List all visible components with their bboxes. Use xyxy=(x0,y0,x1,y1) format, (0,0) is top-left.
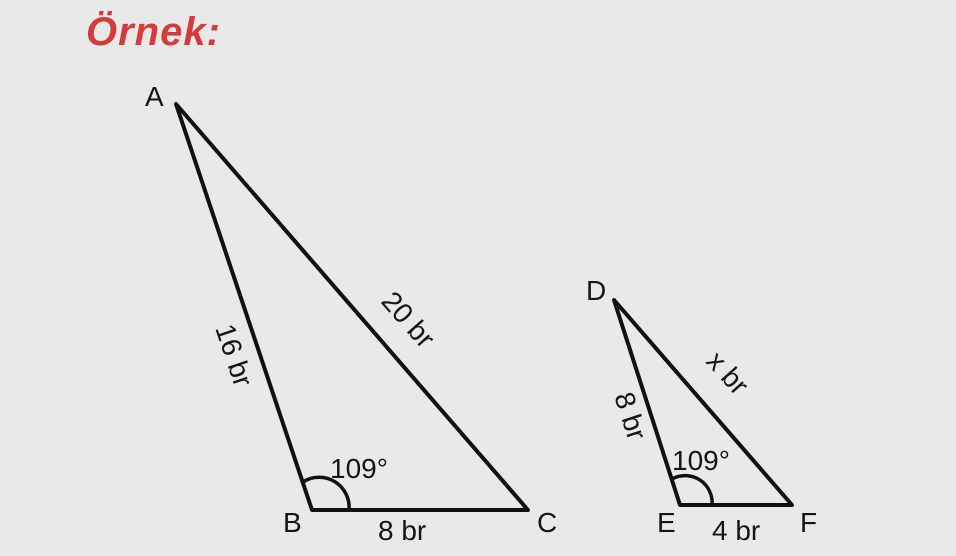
triangle-abc xyxy=(174,102,530,512)
vertex-a-label: A xyxy=(145,81,164,112)
triangle-def xyxy=(612,298,794,507)
angle-b-label: 109° xyxy=(330,453,388,484)
angle-b-arc xyxy=(302,475,351,511)
angle-e-arc xyxy=(671,473,714,506)
vertex-f-label: F xyxy=(800,507,817,538)
vertex-b-label: B xyxy=(283,507,302,538)
vertex-c-label: C xyxy=(537,507,557,538)
side-bc-label: 8 br xyxy=(378,515,426,546)
side-df-label: x br xyxy=(701,345,755,400)
angle-e-label: 109° xyxy=(672,445,730,476)
vertex-d-label: D xyxy=(586,275,606,306)
side-ef-label: 4 br xyxy=(712,515,760,546)
example-title: Örnek: xyxy=(86,10,221,54)
vertex-e-label: E xyxy=(657,507,676,538)
